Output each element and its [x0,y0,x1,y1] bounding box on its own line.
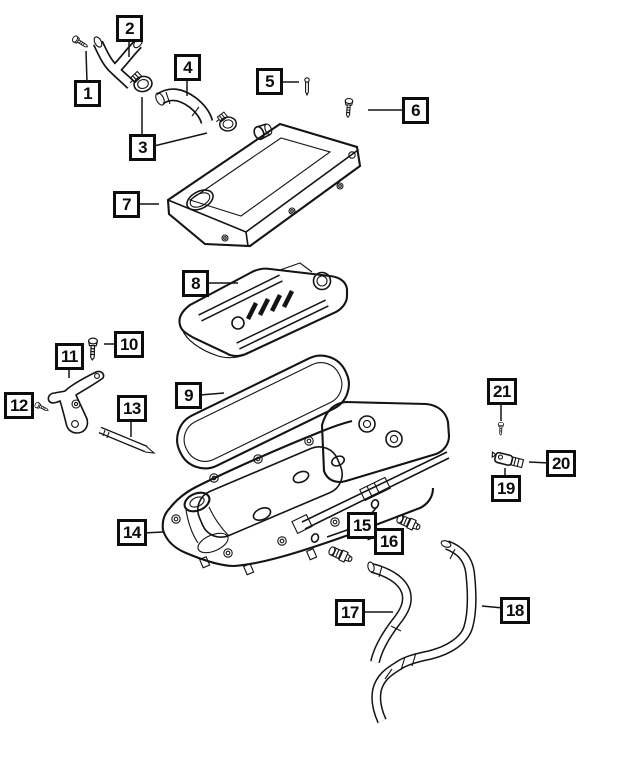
callout-14[interactable]: 14 [117,519,147,546]
part-gasket-9 [176,354,350,470]
callout-9[interactable]: 9 [175,382,202,409]
part-bracket-11 [47,370,105,434]
part-upper-cover-7 [166,122,362,248]
callout-21[interactable]: 21 [487,378,517,405]
callout-15[interactable]: 15 [347,512,377,539]
callout-21-label: 21 [493,382,511,401]
callout-20[interactable]: 20 [546,450,576,477]
callout-12[interactable]: 12 [4,392,34,419]
part-screw-12 [33,401,50,414]
callout-6[interactable]: 6 [402,97,429,124]
part-bolt-6 [343,97,354,119]
callout-17-label: 17 [341,603,359,622]
callout-1[interactable]: 1 [74,80,101,107]
part-hose-18 [371,540,477,724]
callout-9-label: 9 [184,386,193,405]
callout-7[interactable]: 7 [113,191,140,218]
callout-8[interactable]: 8 [182,270,209,297]
callout-2-label: 2 [125,19,134,38]
callout-5-label: 5 [265,72,274,91]
callout-11-label: 11 [61,347,78,366]
callout-20-label: 20 [552,454,570,473]
callout-6-label: 6 [411,101,420,120]
part-engine-cover-8 [178,262,349,359]
callout-13-label: 13 [123,399,141,418]
callout-11[interactable]: 11 [55,343,84,370]
part-sensor-19 [491,450,525,469]
callout-4-label: 4 [183,58,192,77]
callout-5[interactable]: 5 [256,68,283,95]
callout-3-label: 3 [138,138,147,157]
part-hose-4 [155,88,214,125]
part-breather-hose-2 [93,36,143,89]
callout-3[interactable]: 3 [129,134,156,161]
part-bolt-1 [70,34,90,51]
callout-2[interactable]: 2 [116,15,143,42]
callout-14-label: 14 [123,523,141,542]
callout-15-label: 15 [353,516,371,535]
callout-18[interactable]: 18 [500,597,530,624]
part-pin-5 [304,77,310,97]
part-bolt-10 [87,337,99,361]
callout-4[interactable]: 4 [174,54,201,81]
callout-10-label: 10 [120,335,138,354]
callout-16-label: 16 [380,532,398,551]
part-tube-13 [98,426,156,454]
callout-19[interactable]: 19 [491,475,521,502]
part-o-ring-15 [310,499,380,543]
callout-10[interactable]: 10 [114,331,144,358]
callout-12-label: 12 [10,396,28,415]
part-cylinder-head-cover-14 [161,400,451,576]
callout-7-label: 7 [122,195,131,214]
part-hose-17 [367,561,412,664]
callout-17[interactable]: 17 [335,599,365,626]
callout-1-label: 1 [83,84,92,103]
callout-8-label: 8 [191,274,200,293]
callout-19-label: 19 [497,479,515,498]
callout-16[interactable]: 16 [374,528,404,555]
callout-13[interactable]: 13 [117,395,147,422]
part-bolt-21 [497,421,505,436]
callout-18-label: 18 [506,601,524,620]
